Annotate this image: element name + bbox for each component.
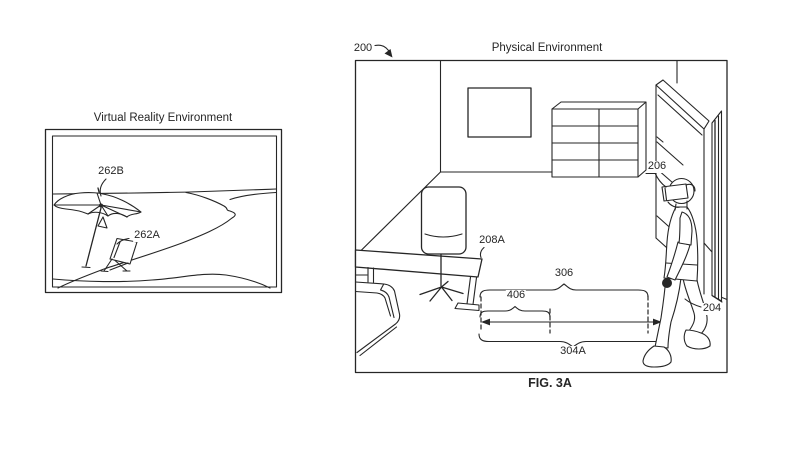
- person-arm: [666, 241, 691, 281]
- label-208A: 208A: [478, 234, 506, 247]
- label-306: 306: [553, 267, 575, 280]
- left-wall-floor-line: [354, 171, 442, 257]
- room-walls: [354, 59, 728, 301]
- label-262A: 262A: [133, 229, 161, 242]
- vr-panel-title: Virtual Reality Environment: [92, 112, 234, 125]
- sand-line: [52, 273, 271, 289]
- door: [711, 110, 723, 303]
- office-chair: [419, 186, 467, 302]
- room-frame: [354, 59, 728, 374]
- physical-panel-title: Physical Environment: [490, 42, 604, 55]
- label-206: 206: [646, 160, 668, 173]
- brace-306: [479, 283, 649, 298]
- label-262B: 262B: [97, 165, 125, 178]
- label-304A: 304A: [559, 345, 587, 358]
- beach-scene: [52, 178, 277, 289]
- leader-206: [654, 172, 667, 188]
- beach-umbrella: [53, 187, 142, 269]
- leader-204: [684, 298, 702, 308]
- leader-262B: [99, 178, 107, 197]
- wall-picture-frame: [467, 87, 532, 138]
- ref-200-arrow: [374, 44, 393, 58]
- beach-chair: [100, 237, 138, 273]
- person-hand: [662, 278, 672, 288]
- person-front-shoe: [642, 345, 672, 368]
- desk: [354, 249, 483, 312]
- label-204: 204: [701, 302, 723, 315]
- person-back-shoe: [683, 329, 711, 350]
- vr-panel-frame: [44, 128, 283, 294]
- figure-caption: FIG. 3A: [527, 376, 573, 391]
- shoreline: [57, 191, 236, 289]
- person-with-headset: [642, 177, 711, 368]
- person-front-leg: [654, 275, 682, 349]
- back-wall-floor-line: [439, 171, 657, 175]
- right-wall-floor-line: [703, 242, 728, 301]
- corner-bench: [354, 281, 401, 357]
- leader-262A: [116, 237, 130, 245]
- far-shore-line: [229, 191, 277, 201]
- leader-208A: [479, 246, 485, 259]
- vr-headset: [661, 183, 689, 202]
- person-sleeve: [678, 211, 693, 246]
- label-200: 200: [352, 42, 374, 55]
- brace-406: [479, 305, 551, 318]
- cubby-shelf-unit: [551, 101, 647, 178]
- label-406: 406: [505, 289, 527, 302]
